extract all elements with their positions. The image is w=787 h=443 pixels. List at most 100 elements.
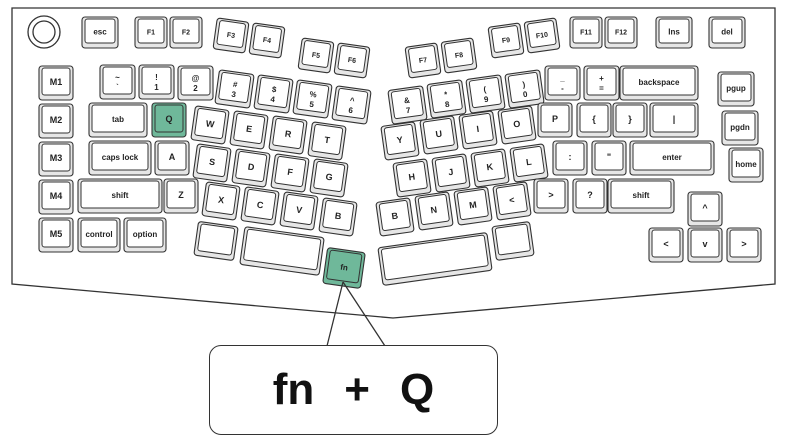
key-r2-1-label: U — [435, 129, 443, 140]
key-r4r-1: N — [414, 191, 454, 231]
key-e-label: E — [245, 124, 252, 135]
num-key-3-label: # — [232, 80, 238, 90]
arrow-right-key: > — [726, 227, 762, 263]
arrow-down-key-label: v — [702, 239, 707, 249]
key-r3-1: J — [431, 153, 471, 193]
shortcut-callout: fn + Q — [209, 345, 498, 435]
arrow-left-key-label: < — [663, 239, 668, 249]
right-shift-key: shift — [607, 178, 675, 214]
left-shift-key: shift — [77, 178, 163, 214]
control-key-label: control — [85, 230, 112, 239]
key-r3-0-label: H — [408, 172, 416, 183]
key-w-label: W — [205, 118, 215, 129]
key-d-label: D — [247, 162, 255, 173]
key-r2-5-label: { — [592, 114, 596, 124]
m1-key-label: M1 — [50, 77, 63, 87]
key-r4r-3-label: < — [509, 195, 516, 206]
f10-key-label: F10 — [536, 32, 549, 41]
key-r4r-5: ? — [572, 178, 608, 214]
num-key-3: #3 — [214, 69, 255, 109]
num-key-4-sublabel: 4 — [270, 95, 276, 105]
key-r2-0-label: Y — [396, 135, 403, 146]
f12-key: F12 — [604, 16, 638, 49]
key-r2-7: | — [649, 102, 699, 138]
num-key-8: *8 — [426, 79, 467, 119]
f2-key-label: F2 — [182, 30, 190, 37]
key-f-label: F — [287, 167, 294, 178]
num-key-2: @2 — [177, 65, 214, 101]
f11-key: F11 — [569, 16, 603, 49]
key-r-label: R — [284, 129, 292, 140]
key-r2-6: } — [612, 102, 648, 138]
right-space-key — [377, 232, 493, 286]
num-key-2-label: @ — [192, 74, 200, 83]
num-key-1: !1 — [138, 64, 175, 100]
num-key-9-sublabel: 9 — [483, 95, 489, 105]
f6-key-label: F6 — [347, 57, 356, 65]
key-a-label: A — [169, 152, 176, 162]
key-r4l-b-label: B — [334, 211, 342, 222]
arrow-up-key-label: ^ — [702, 203, 708, 213]
callout-plus: + — [344, 365, 370, 414]
f9-key: F9 — [487, 22, 525, 59]
num-key-0-sublabel: 0 — [522, 90, 528, 100]
option-key: option — [123, 217, 167, 253]
key-d: D — [231, 148, 271, 188]
num-key-`: ~` — [99, 64, 136, 100]
ins-key-label: Ins — [668, 28, 680, 37]
num-key-`-label: ~ — [115, 73, 120, 82]
num-key-9-label: ( — [483, 85, 487, 94]
num-key-7-label: & — [403, 96, 410, 106]
f3-key: F3 — [212, 17, 250, 54]
num-key-2-sublabel: 2 — [193, 84, 198, 93]
f7-key: F7 — [404, 42, 442, 79]
arrow-left-key: < — [648, 227, 684, 263]
enter-key: enter — [629, 140, 715, 176]
arrow-right-key-label: > — [741, 239, 746, 249]
key-r3-1-label: J — [448, 167, 454, 178]
num-key-7-sublabel: 7 — [405, 106, 411, 116]
f1-key: F1 — [134, 16, 168, 49]
num-key-8-sublabel: 8 — [444, 100, 450, 110]
num-key-6-label: ^ — [349, 96, 355, 106]
num-key--: _- — [544, 65, 581, 101]
f7-key-label: F7 — [419, 57, 428, 65]
caps-lock-key-label: caps lock — [102, 153, 139, 162]
m3-key: M3 — [38, 141, 74, 177]
pgdn-key: pgdn — [721, 110, 759, 146]
key-r4l-z-label: Z — [178, 190, 184, 200]
caps-lock-key: caps lock — [88, 140, 152, 176]
key-r4r-4: > — [533, 178, 569, 214]
f10-key: F10 — [523, 17, 561, 54]
key-r3-5: " — [591, 140, 627, 176]
key-r2-5: { — [576, 102, 612, 138]
num-key-5-sublabel: 5 — [309, 100, 315, 110]
num-key-0-label: ) — [522, 80, 526, 89]
del-key: del — [708, 16, 746, 49]
key-w: W — [190, 105, 230, 145]
callout-pointer — [326, 281, 386, 347]
num-key-7: &7 — [387, 85, 428, 125]
left-space-key — [239, 226, 325, 276]
m1-key: M1 — [38, 65, 74, 101]
num-key-5-label: % — [309, 90, 317, 100]
key-r4r-3: < — [492, 181, 532, 221]
key-r4l-c-label: C — [256, 200, 264, 211]
key-r3-3: L — [509, 143, 549, 183]
right-shift-key-label: shift — [633, 191, 650, 200]
home-key: home — [728, 147, 764, 183]
control-key: control — [77, 217, 121, 253]
f4-key: F4 — [248, 22, 286, 59]
key-r3-2-label: K — [486, 162, 494, 173]
key-r4l-c: C — [240, 186, 280, 226]
esc-key-label: esc — [93, 28, 107, 37]
key-r2-3: O — [497, 105, 537, 145]
m4-key-label: M4 — [50, 191, 63, 201]
del-key-label: del — [721, 28, 733, 37]
num-key---label: _ — [559, 74, 565, 83]
key-r4l-v-label: V — [295, 205, 302, 216]
m5-key-label: M5 — [50, 229, 63, 239]
key-r3-5-label: " — [607, 152, 611, 162]
key-r2-0: Y — [380, 121, 420, 161]
